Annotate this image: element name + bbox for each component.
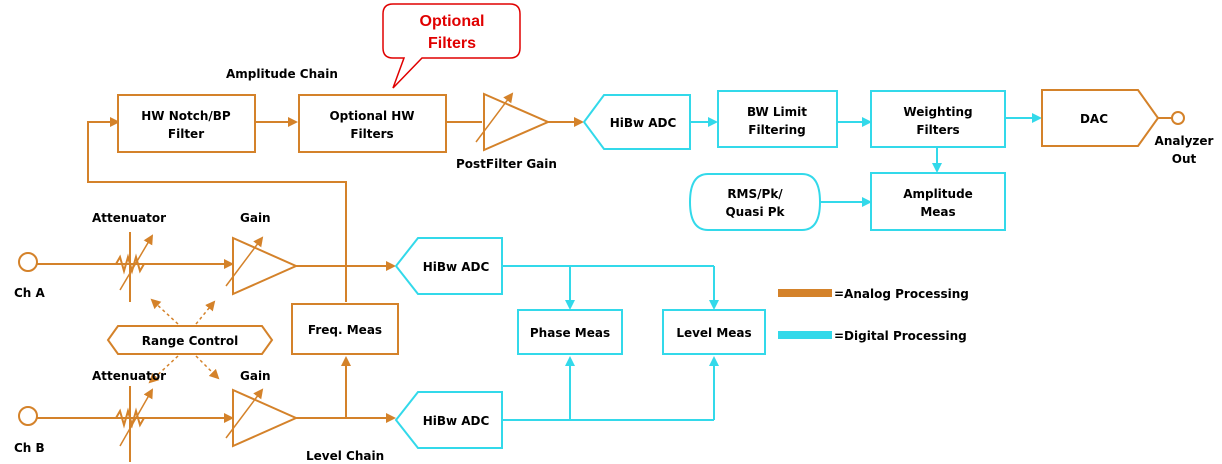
gain-a-label: Gain <box>240 211 271 225</box>
hw-notch-line1: HW Notch/BP <box>141 109 231 123</box>
level-chain-label: Level Chain <box>306 449 384 463</box>
phase-meas-block: Phase Meas <box>517 309 623 355</box>
ch-a-input-terminal <box>18 252 38 272</box>
bw-limit-filtering-block: BW Limit Filtering <box>717 90 838 148</box>
legend-digital-label: =Digital Processing <box>834 329 967 343</box>
weighting-filters-block: Weighting Filters <box>870 90 1006 148</box>
range-control-label: Range Control <box>142 334 238 348</box>
amplitude-chain-label: Amplitude Chain <box>226 67 338 81</box>
hibw-adc-b-block: HiBw ADC <box>394 391 503 449</box>
hibw-adc-a-label: HiBw ADC <box>423 260 490 274</box>
ch-b-label: Ch B <box>14 441 45 455</box>
optional-hw-filters-block: Optional HW Filters <box>298 94 447 153</box>
phase-meas-label: Phase Meas <box>530 326 610 340</box>
ch-a-label: Ch A <box>14 286 46 300</box>
legend-analog-swatch <box>778 289 832 297</box>
weighting-line2: Filters <box>916 123 959 137</box>
attenuator-b-icon <box>115 386 153 462</box>
hibw-adc-a-block: HiBw ADC <box>394 237 503 295</box>
callout-line2: Filters <box>428 35 476 52</box>
ch-b-input-terminal <box>18 406 38 426</box>
attenuator-a-icon <box>115 232 154 302</box>
hibw-adc-b-label: HiBw ADC <box>423 414 490 428</box>
postfilter-gain-amplifier <box>475 92 551 152</box>
analyzer-out-terminal <box>1171 111 1185 125</box>
hw-notch-bp-filter-block: HW Notch/BP Filter <box>117 94 256 153</box>
legend: =Analog Processing =Digital Processing <box>778 287 969 343</box>
range-control-block: Range Control <box>106 325 274 355</box>
analyzer-out-label-1: Analyzer <box>1155 134 1214 148</box>
optional-hw-line1: Optional HW <box>329 109 414 123</box>
legend-digital-swatch <box>778 331 832 339</box>
attenuator-b-label: Attenuator <box>92 369 166 383</box>
level-meas-block: Level Meas <box>662 309 766 355</box>
freq-meas-block: Freq. Meas <box>291 303 399 355</box>
dac-label: DAC <box>1080 112 1108 126</box>
callout-line1: Optional <box>420 13 485 30</box>
amp-meas-line1: Amplitude <box>903 187 973 201</box>
digital-connectors-top <box>690 113 1042 207</box>
gain-b-label: Gain <box>240 369 271 383</box>
gain-a-amplifier <box>225 236 299 296</box>
analyzer-out-label-2: Out <box>1172 152 1197 166</box>
dac-block: DAC <box>1041 89 1160 147</box>
bw-limit-line1: BW Limit <box>747 105 807 119</box>
analog-connectors-top <box>87 117 584 302</box>
amp-meas-line2: Meas <box>920 205 955 219</box>
optional-filters-callout: Optional Filters <box>382 3 521 89</box>
gain-b-amplifier <box>225 388 299 448</box>
rms-line2: Quasi Pk <box>725 205 785 219</box>
freq-meas-label: Freq. Meas <box>308 323 382 337</box>
amplitude-meas-block: Amplitude Meas <box>870 172 1006 231</box>
attenuator-a-label: Attenuator <box>92 211 166 225</box>
hibw-adc-top-block: HiBw ADC <box>582 94 691 150</box>
bw-limit-line2: Filtering <box>748 123 805 137</box>
optional-hw-line2: Filters <box>350 127 393 141</box>
digital-connectors-meas <box>502 265 719 421</box>
level-meas-label: Level Meas <box>676 326 751 340</box>
range-control-dashed-arrows <box>148 298 220 384</box>
postfilter-gain-label: PostFilter Gain <box>456 157 557 171</box>
hw-notch-line2: Filter <box>168 127 204 141</box>
rms-pk-quasi-pk-block: RMS/Pk/ Quasi Pk <box>688 173 822 231</box>
hibw-adc-top-label: HiBw ADC <box>610 116 677 130</box>
analog-connectors-ch-a <box>37 259 396 271</box>
weighting-line1: Weighting <box>903 105 972 119</box>
rms-line1: RMS/Pk/ <box>727 187 783 201</box>
legend-analog-label: =Analog Processing <box>834 287 969 301</box>
